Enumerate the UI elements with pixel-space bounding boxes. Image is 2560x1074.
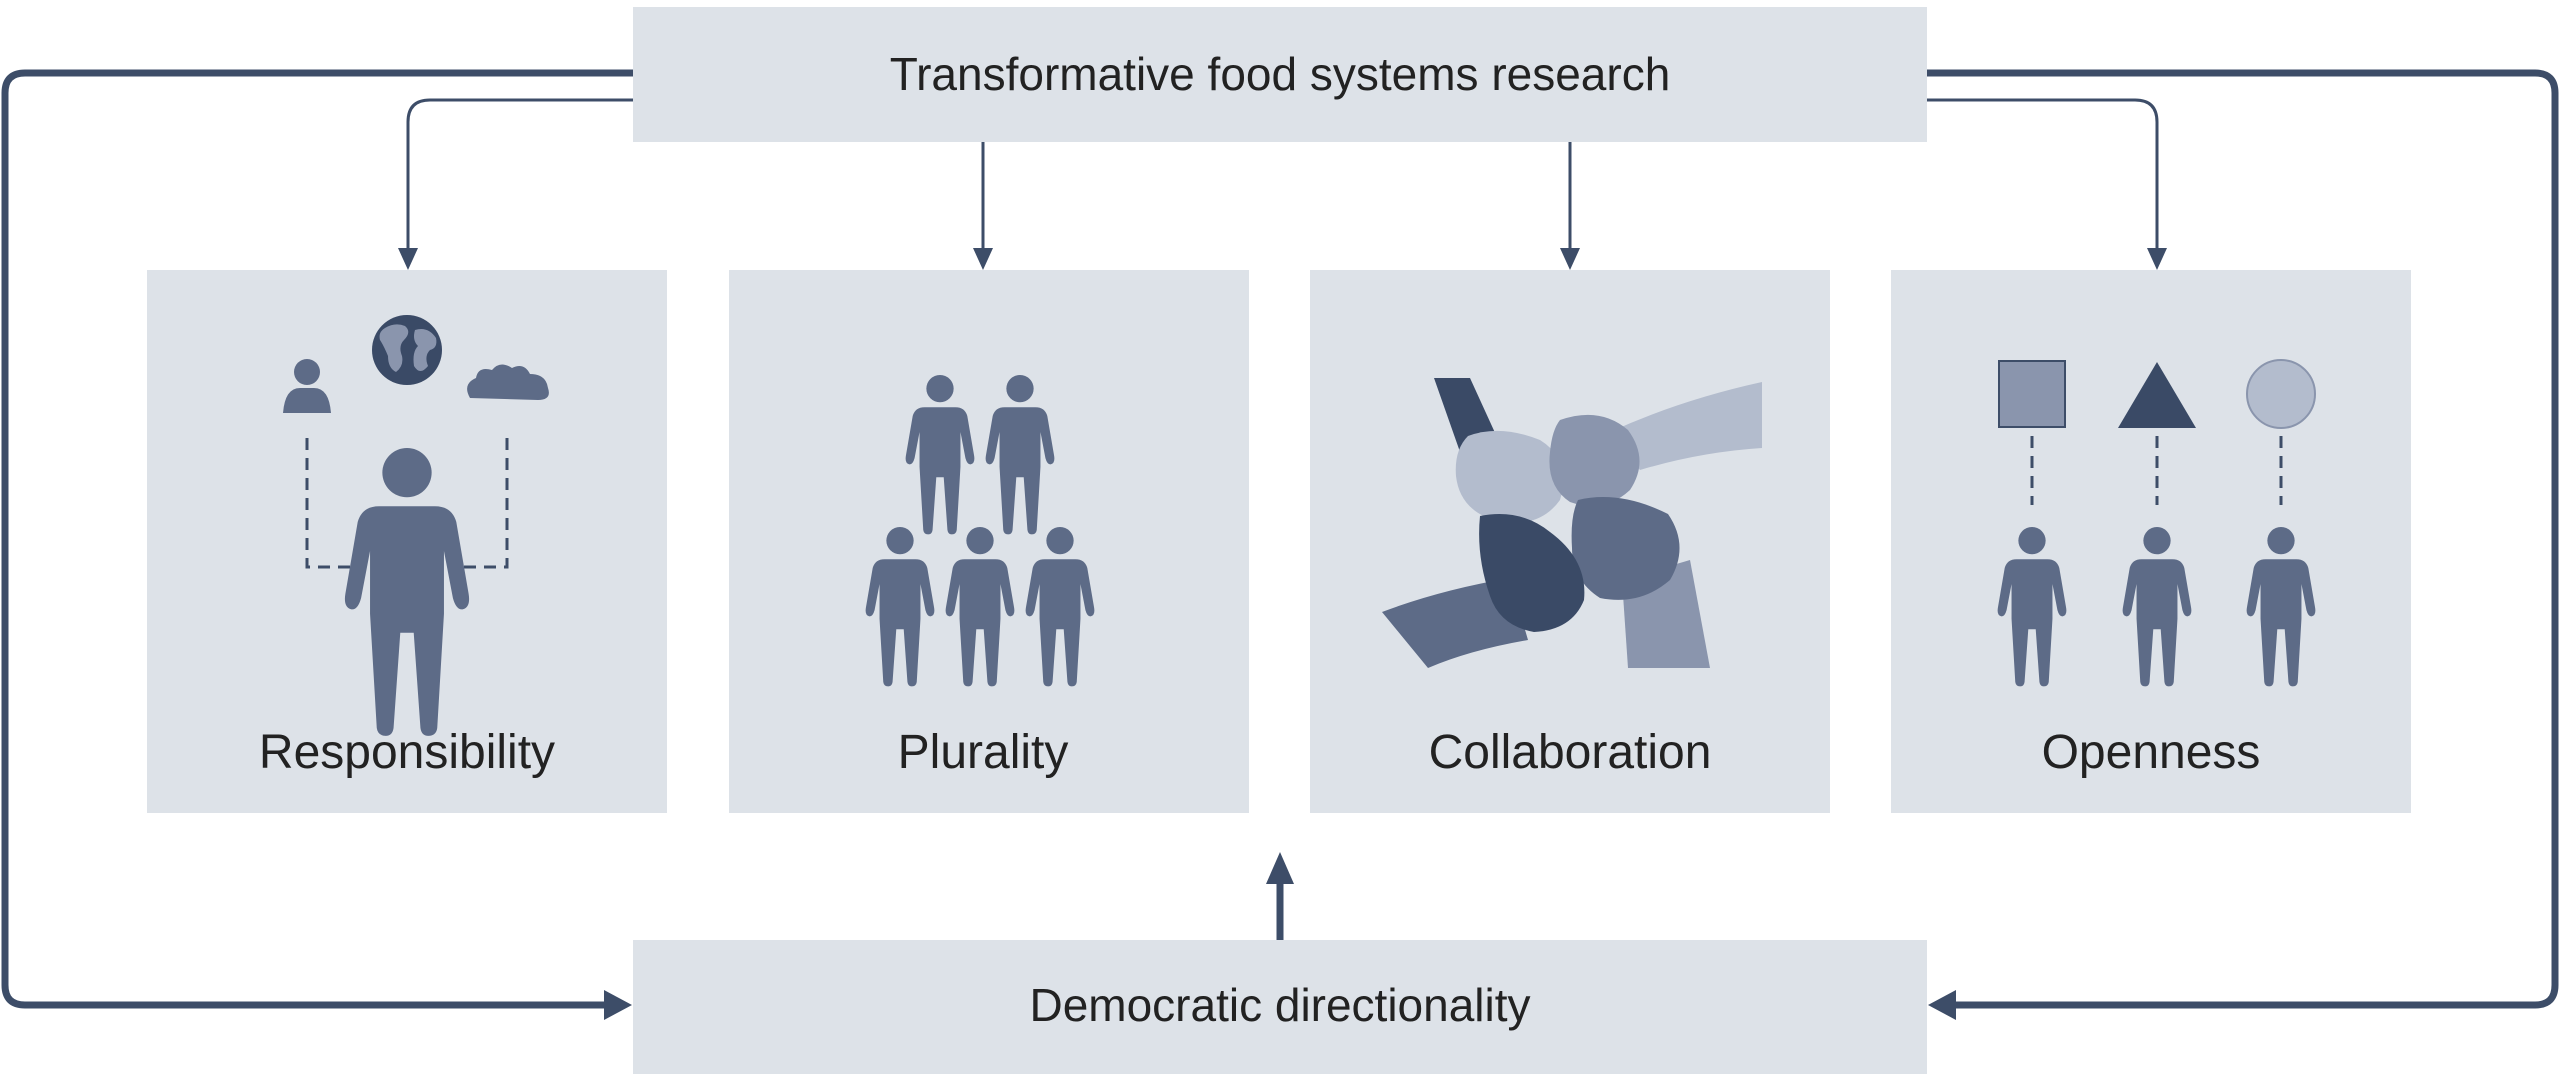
triangle-icon xyxy=(2118,362,2196,428)
bottom-box-title: Democratic directionality xyxy=(1029,979,1530,1031)
card-label-collaboration: Collaboration xyxy=(1429,726,1712,779)
card-label-plurality: Plurality xyxy=(898,726,1069,779)
card-openness: Openness xyxy=(1891,270,2411,813)
linked-hands-icon xyxy=(1382,378,1762,668)
globe-icon xyxy=(372,315,442,385)
circle-icon xyxy=(2246,359,2316,429)
card-plurality: Plurality xyxy=(729,270,1249,813)
arrow-to-collaboration xyxy=(1560,142,1580,270)
card-label-openness: Openness xyxy=(2042,726,2261,779)
dashed-link-left xyxy=(305,438,355,569)
card-responsibility: Responsibility xyxy=(147,270,667,813)
arrow-from-directionality xyxy=(1266,852,1294,940)
cloud-icon xyxy=(467,364,549,400)
top-box: Transformative food systems research xyxy=(633,7,1927,142)
dashed-link-right xyxy=(458,438,509,569)
arrow-to-plurality xyxy=(973,142,993,270)
top-box-title: Transformative food systems research xyxy=(890,48,1671,100)
card-label-responsibility: Responsibility xyxy=(259,726,555,779)
shapes-people-icon xyxy=(1997,359,2316,687)
card-collaboration: Collaboration xyxy=(1310,270,1830,813)
bottom-box: Democratic directionality xyxy=(633,940,1927,1074)
arrow-to-responsibility xyxy=(398,98,633,270)
square-icon xyxy=(1998,360,2066,428)
outer-loop-right xyxy=(1927,69,2559,1020)
person-globe-cloud-icon xyxy=(283,315,549,736)
outer-loop-left xyxy=(1,69,633,1020)
small-person-icon xyxy=(283,359,331,413)
arrow-to-openness xyxy=(1927,98,2167,270)
